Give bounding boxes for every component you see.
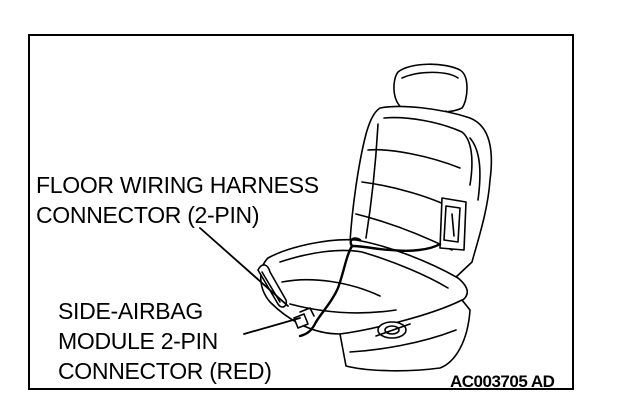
seat-base <box>339 299 471 372</box>
figure-code: AC003705 AD <box>450 372 555 391</box>
wiring-harness <box>298 237 442 338</box>
figure-frame <box>28 34 574 390</box>
airbag-label-line3: CONNECTOR (RED) <box>58 358 272 384</box>
leader-lines <box>199 227 301 335</box>
airbag-label-line2: MODULE 2-PIN <box>58 328 218 354</box>
airbag-label-line1: SIDE-AIRBAG <box>58 298 203 324</box>
floor-harness-label-line2: CONNECTOR (2-PIN) <box>36 202 260 228</box>
airbag-connector <box>293 307 315 329</box>
floor-harness-label-line1: FLOOR WIRING HARNESS <box>36 172 319 198</box>
